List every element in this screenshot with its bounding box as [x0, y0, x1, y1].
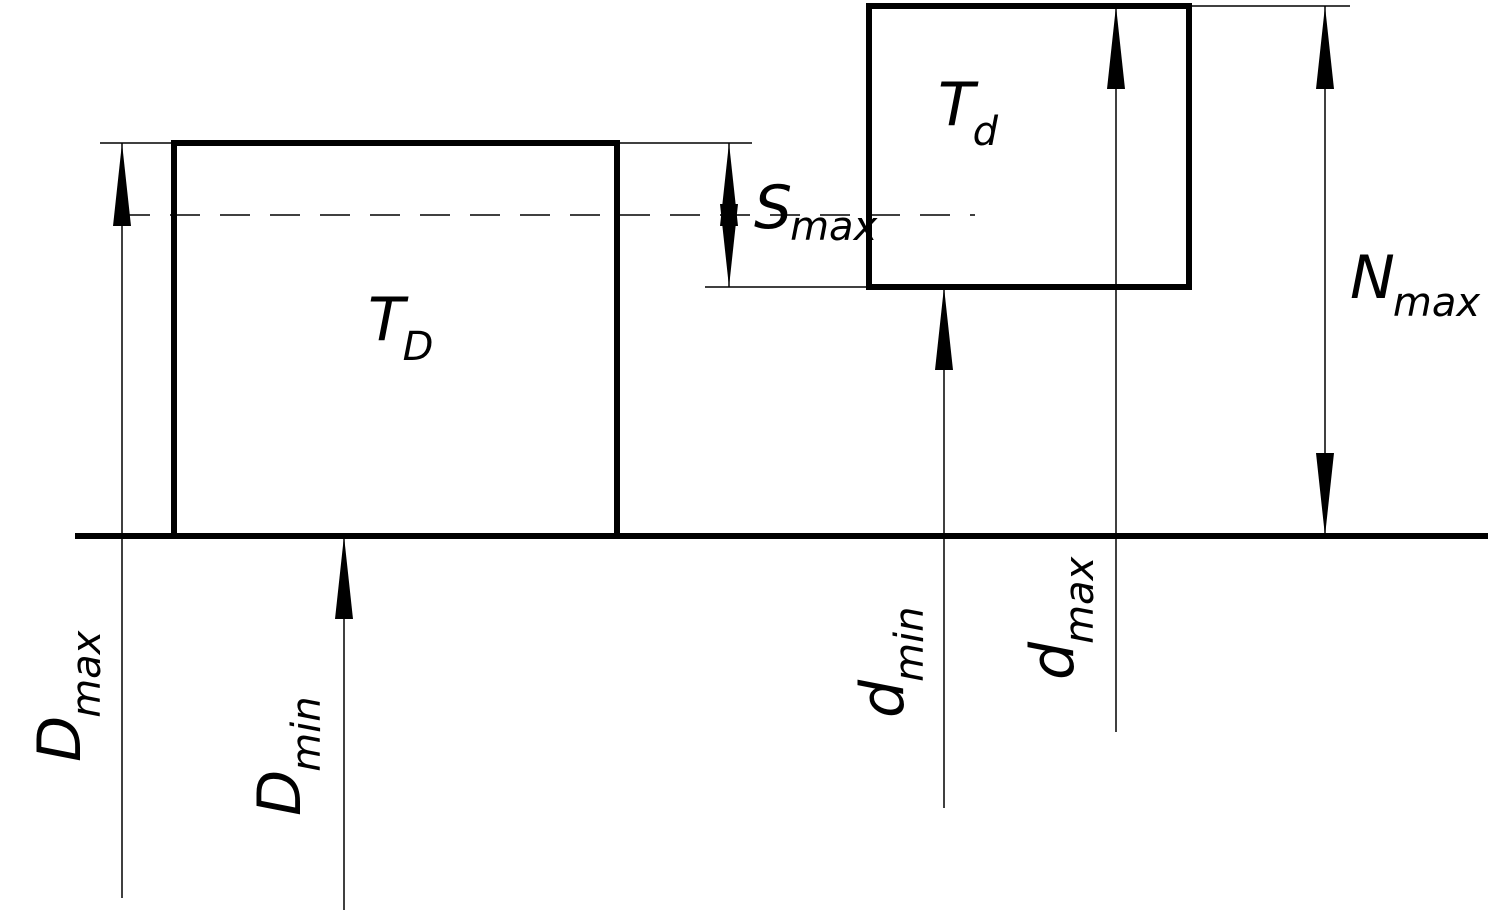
hole-tolerance-zone	[171, 140, 620, 536]
nmax-arrowhead-bottom	[1316, 453, 1334, 536]
label-dmax-hole: Dmax	[25, 630, 110, 762]
label-smax: Smax	[754, 173, 878, 250]
label-td-shaft: Td	[938, 70, 999, 155]
smax-arrowhead-bottom	[720, 204, 738, 287]
dmin-hole-arrowhead	[335, 536, 353, 619]
dmax-hole-arrowhead	[113, 143, 131, 226]
label-dmax-shaft: dmax	[1018, 556, 1103, 680]
label-dmin-hole: Dmin	[245, 696, 330, 816]
label-nmax: Nmax	[1350, 243, 1480, 326]
label-td-hole: TD	[368, 285, 433, 370]
nmax-arrowhead-top	[1316, 6, 1334, 89]
label-dmin-shaft: dmin	[848, 606, 933, 718]
dmax-shaft-arrowhead	[1107, 6, 1125, 89]
dmin-shaft-arrowhead	[935, 287, 953, 370]
shaft-tolerance-zone	[866, 3, 1192, 290]
